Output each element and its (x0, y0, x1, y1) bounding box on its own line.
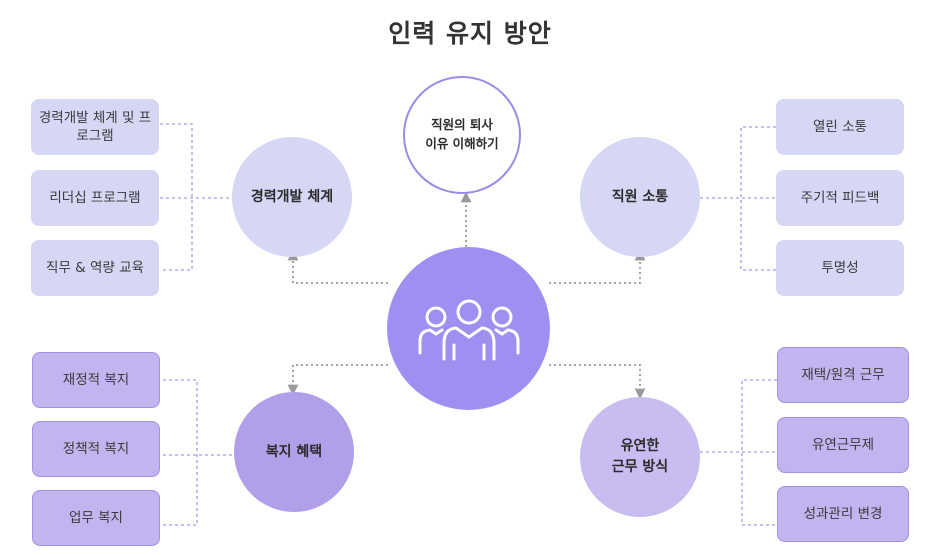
welfare-hub-circle: 복지 혜택 (234, 392, 354, 512)
communication-hub-label: 직원 소통 (611, 188, 669, 205)
communication-item-box: 투명성 (776, 240, 904, 296)
resignation-reason-line2: 이유 이해하기 (425, 136, 499, 151)
welfare-hub-label: 복지 혜택 (265, 443, 323, 460)
people-group-icon (418, 299, 519, 360)
flexible-hub-label-line2: 근무 방식 (611, 459, 669, 475)
career-hub-label: 경력개발 체계 (250, 188, 334, 205)
welfare-item-box: 업무 복지 (32, 490, 160, 546)
welfare-bracket (163, 379, 234, 526)
welfare-item-box: 정책적 복지 (32, 421, 160, 477)
communication-item-box: 열린 소통 (776, 99, 904, 155)
flexible-hub-label-line1: 유연한 (620, 438, 660, 454)
center-circle (387, 247, 550, 410)
career-item-box: 직무 & 역량 교육 (31, 240, 159, 296)
flexible-item-box: 유연근무제 (777, 417, 909, 473)
communication-bracket (700, 126, 776, 271)
flexible-item-box: 성과관리 변경 (777, 486, 909, 542)
resignation-reason-line1: 직원의 퇴사 (431, 117, 493, 133)
flexible-hub-circle: 유연한 근무 방식 (580, 397, 700, 517)
flexible-item-box: 재택/원격 근무 (777, 347, 909, 403)
welfare-item-box: 재정적 복지 (32, 352, 160, 408)
communication-hub-circle: 직원 소통 (580, 137, 700, 257)
communication-item-box: 주기적 피드백 (776, 170, 904, 226)
flexible-bracket (700, 379, 777, 526)
flexible-hub-label: 유연한 근무 방식 (612, 436, 668, 478)
page-title: 인력 유지 방안 (388, 19, 552, 48)
career-bracket (160, 123, 232, 271)
resignation-reason-circle: 직원의 퇴사 이유 이해하기 (403, 76, 521, 194)
resignation-reason-label: 직원의 퇴사 이유 이해하기 (425, 116, 498, 154)
career-item-box: 경력개발 체계 및 프로그램 (31, 99, 159, 155)
career-item-box: 리더십 프로그램 (31, 170, 159, 226)
career-hub-circle: 경력개발 체계 (232, 137, 352, 257)
